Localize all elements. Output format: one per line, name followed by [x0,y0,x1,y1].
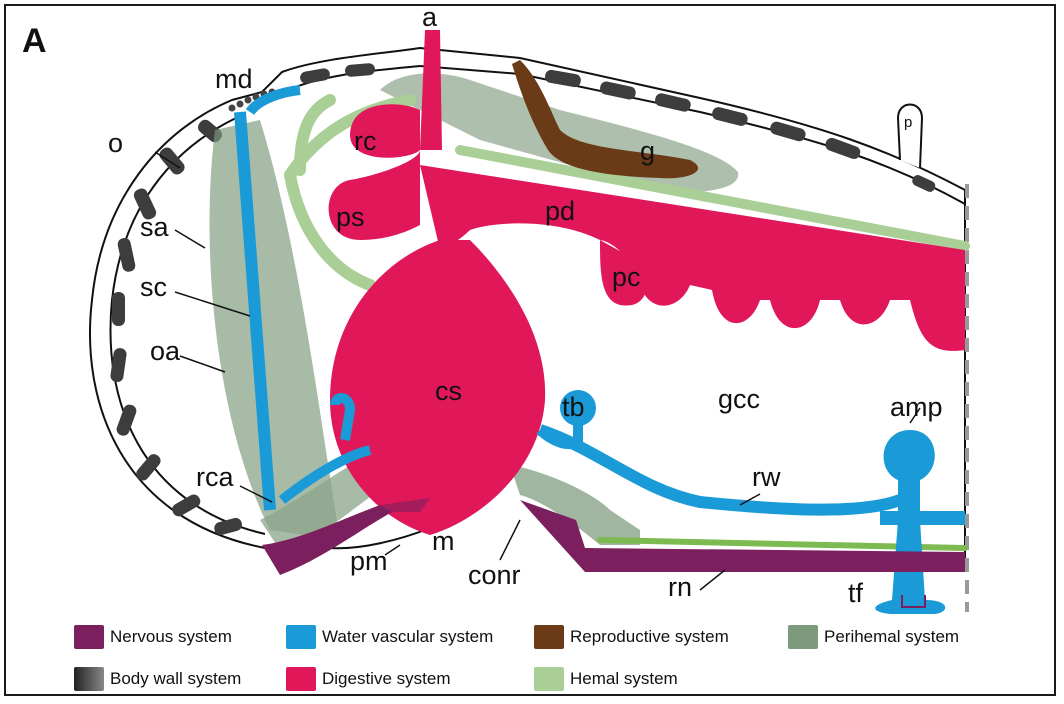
label-rn: rn [668,572,692,602]
label-g: g [640,136,655,166]
label-m: m [432,526,455,556]
swatch-reproductive [534,625,564,649]
legend-label-hemal: Hemal system [570,669,678,689]
label-p: p [904,114,912,131]
legend-item-digestive: Digestive system [286,666,450,692]
swatch-digestive [286,667,316,691]
label-pm: pm [350,546,388,576]
label-oa: oa [150,336,181,366]
legend-label-water: Water vascular system [322,627,493,647]
label-ps: ps [336,202,365,232]
label-rw: rw [752,462,781,492]
label-md: md [215,64,253,94]
legend-item-water: Water vascular system [286,624,493,650]
legend-label-nervous: Nervous system [110,627,232,647]
label-pd: pd [545,196,575,226]
legend-item-hemal: Hemal system [534,666,678,692]
swatch-perihemal [788,625,818,649]
legend-item-nervous: Nervous system [74,624,232,650]
label-pc: pc [612,262,641,292]
swatch-nervous [74,625,104,649]
swatch-bodywall [74,667,104,691]
legend-item-bodywall: Body wall system [74,666,241,692]
label-tb: tb [562,392,585,422]
legend-label-reproductive: Reproductive system [570,627,729,647]
legend-item-reproductive: Reproductive system [534,624,729,650]
panel-label: A [22,22,47,60]
legend-label-perihemal: Perihemal system [824,627,959,647]
label-sa: sa [140,212,170,242]
label-rca: rca [196,462,234,492]
label-rc: rc [354,126,377,156]
label-o: o [108,128,123,158]
legend-label-digestive: Digestive system [322,669,450,689]
label-cs: cs [435,376,462,406]
label-a: a [422,2,438,32]
legend: Nervous system Water vascular system Rep… [74,620,994,694]
legend-item-perihemal: Perihemal system [788,624,959,650]
label-conr: conr [468,560,521,590]
legend-label-bodywall: Body wall system [110,669,241,689]
label-sc: sc [140,272,167,302]
label-gcc: gcc [718,384,760,414]
label-amp: amp [890,392,943,422]
label-tf: tf [848,578,864,608]
swatch-water [286,625,316,649]
digestive-system [329,30,965,535]
swatch-hemal [534,667,564,691]
